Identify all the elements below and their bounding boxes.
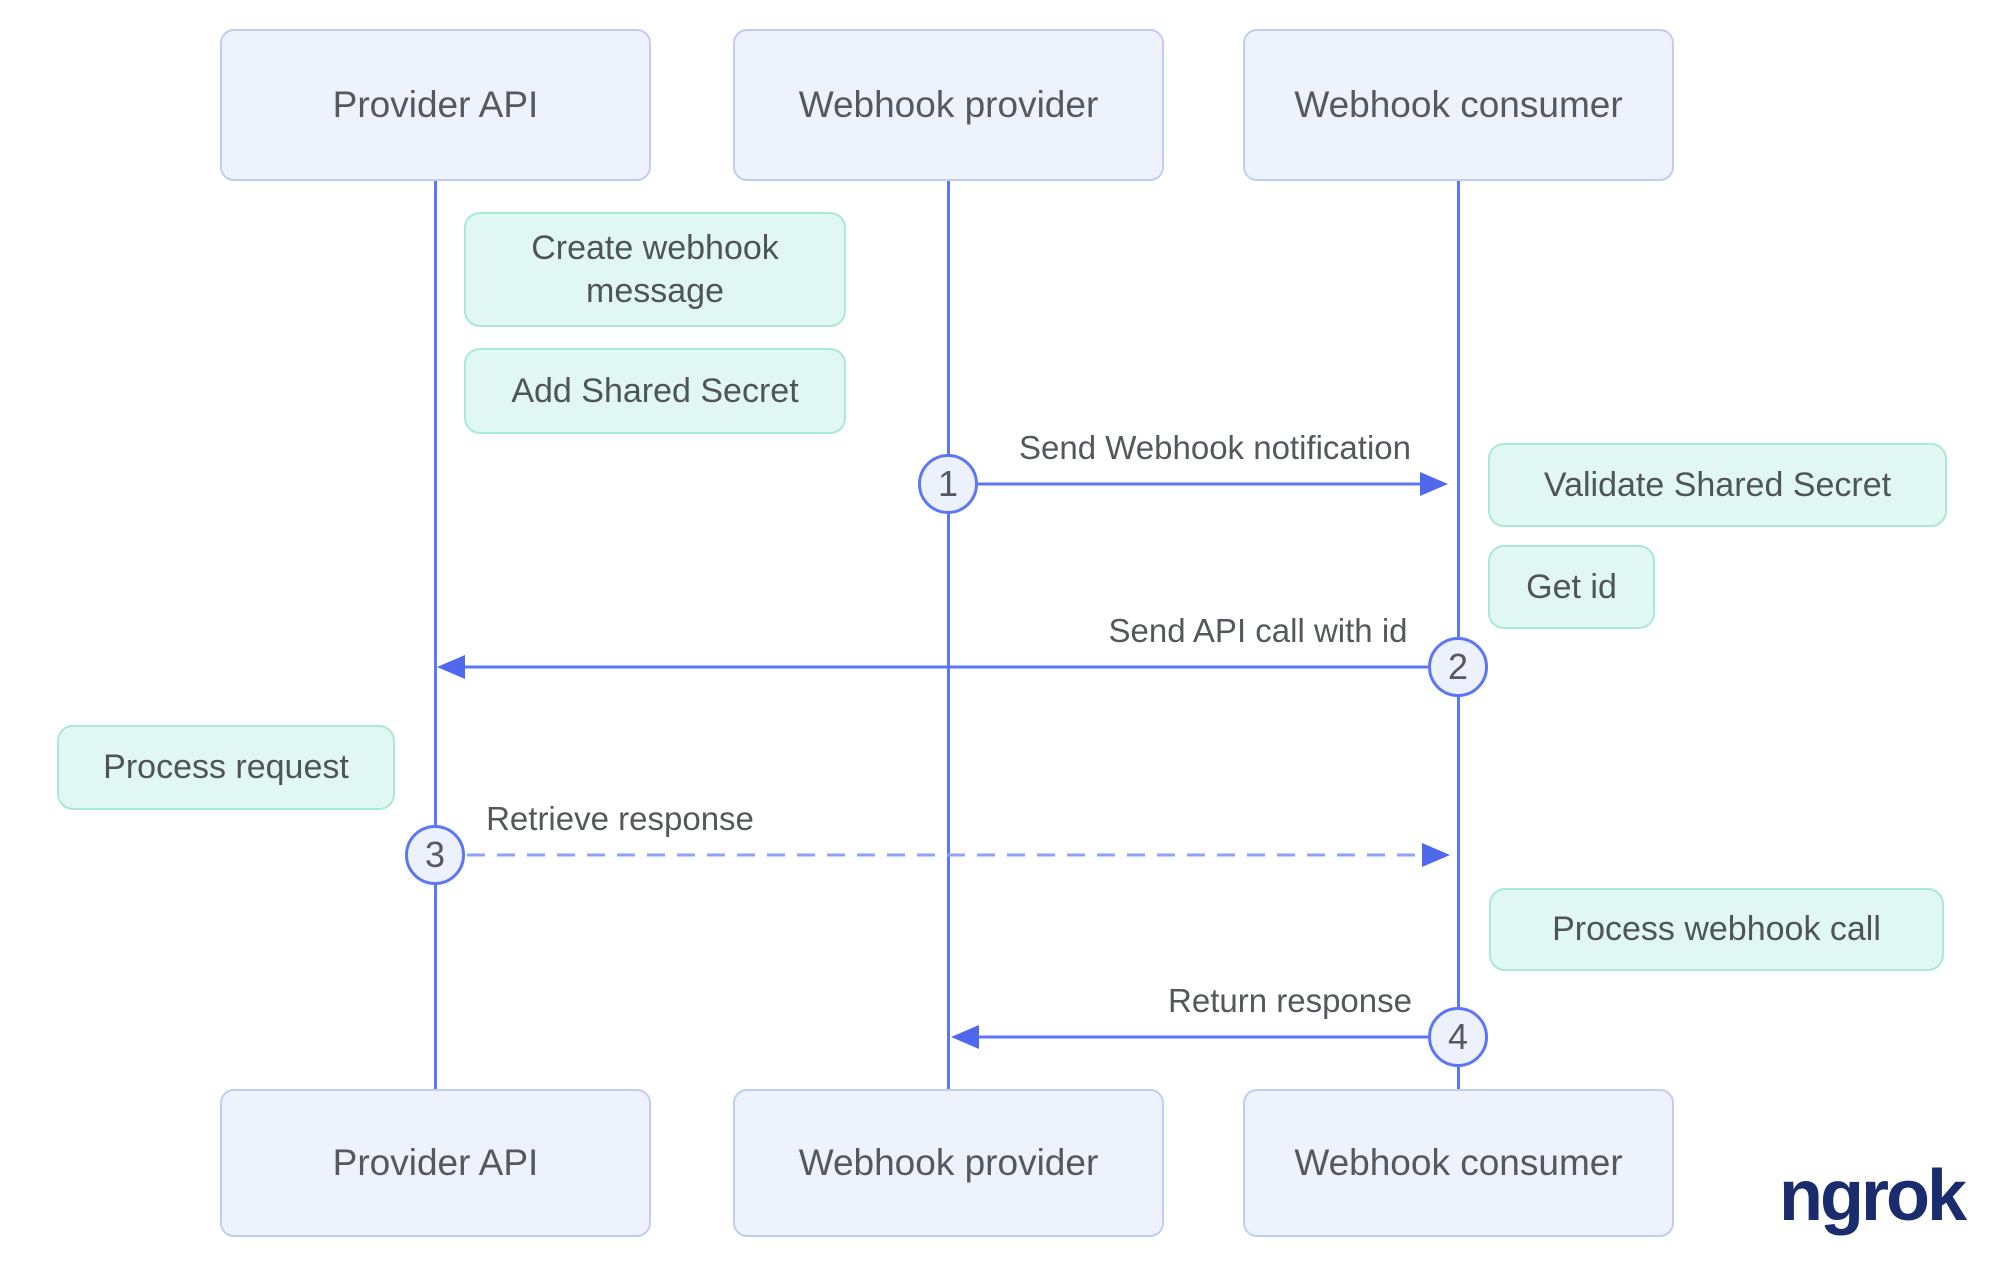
ngrok-logo: ngrok (1779, 1156, 1967, 1236)
step-2-circle: 2 (1428, 637, 1488, 697)
step-number: 2 (1447, 646, 1469, 687)
message-2-label: Send API call with id (1108, 612, 1408, 649)
message-1-label: Send Webhook notification (1019, 429, 1411, 466)
action-label: Process webhook call (1552, 910, 1881, 949)
actor-label: Webhook consumer (1294, 1142, 1623, 1183)
action-get-id: Get id (1488, 545, 1655, 629)
actor-top-webhook-provider: Webhook provider (733, 29, 1164, 181)
message-4-arrowhead (951, 1025, 979, 1049)
step-number: 1 (937, 463, 959, 504)
actor-bottom-webhook-provider: Webhook provider (733, 1089, 1164, 1237)
actor-label: Provider API (332, 84, 539, 125)
action-label: Add Shared Secret (511, 371, 799, 410)
actor-top-provider-api: Provider API (220, 29, 651, 181)
action-process-request: Process request (57, 725, 395, 810)
actor-label: Webhook provider (798, 1142, 1099, 1183)
step-4-circle: 4 (1428, 1007, 1488, 1067)
action-process-webhook-call: Process webhook call (1489, 888, 1944, 971)
message-3-arrowhead (1422, 843, 1450, 867)
actor-bottom-provider-api: Provider API (220, 1089, 651, 1237)
step-1-circle: 1 (918, 454, 978, 514)
actor-label: Webhook provider (798, 84, 1099, 125)
action-create-webhook-message: Create webhook message (464, 212, 846, 327)
message-1-arrowhead (1420, 472, 1448, 496)
actor-top-webhook-consumer: Webhook consumer (1243, 29, 1674, 181)
actor-label: Webhook consumer (1294, 84, 1623, 125)
action-validate-shared-secret: Validate Shared Secret (1488, 443, 1947, 527)
action-label: Create webhook message (531, 229, 779, 310)
action-label: Validate Shared Secret (1543, 465, 1892, 504)
message-3-label: Retrieve response (486, 800, 754, 837)
step-3-circle: 3 (405, 825, 465, 885)
message-4-label: Return response (1168, 982, 1412, 1019)
step-number: 3 (424, 834, 446, 875)
actor-bottom-webhook-consumer: Webhook consumer (1243, 1089, 1674, 1237)
action-label: Process request (103, 748, 349, 787)
step-number: 4 (1447, 1016, 1469, 1057)
message-2-arrowhead (437, 655, 465, 679)
actor-label: Provider API (332, 1142, 539, 1183)
action-label: Get id (1526, 567, 1617, 606)
action-add-shared-secret: Add Shared Secret (464, 348, 846, 434)
